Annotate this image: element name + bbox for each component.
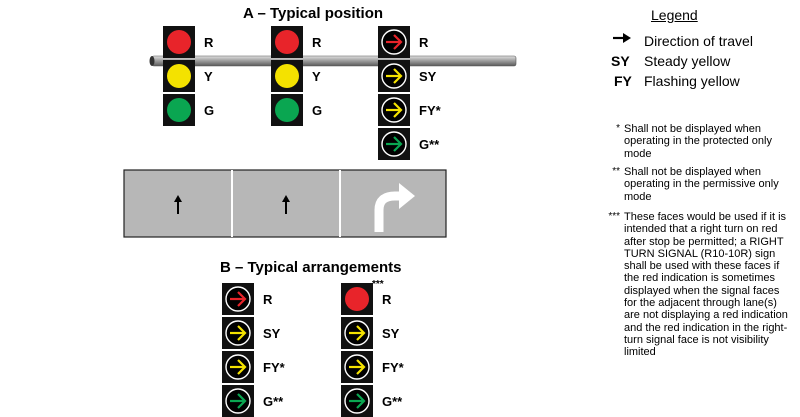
note-1-mark: * <box>616 123 620 134</box>
red-ball-lens <box>345 287 369 311</box>
red-ball-lens <box>275 30 299 54</box>
signal-label: R <box>204 35 214 50</box>
note-3-text: These faces would be used if it is inten… <box>624 211 788 359</box>
yellow-right-arrow-lens <box>225 354 251 380</box>
signal-label: FY* <box>419 103 442 118</box>
signal-label: G <box>204 103 214 118</box>
through-arrow-icon <box>282 195 290 214</box>
red-right-arrow-lens <box>381 29 407 55</box>
note-3-mark: *** <box>608 211 620 222</box>
legend-key-fy: FY <box>614 73 632 89</box>
through-arrow-icon <box>174 195 182 214</box>
note-2-text: Shall not be displayed when operating in… <box>624 166 779 203</box>
signal-label: SY <box>382 326 400 341</box>
signal-label: R <box>263 292 273 307</box>
signal-label: G** <box>419 137 440 152</box>
legend-fy-text: Flashing yellow <box>644 73 740 89</box>
legend-direction-text: Direction of travel <box>644 33 753 49</box>
legend-title: Legend <box>651 7 698 23</box>
signal-label: G** <box>263 394 284 409</box>
note-1-text: Shall not be displayed when operating in… <box>624 123 772 160</box>
signal-label: R <box>419 35 429 50</box>
green-ball-lens <box>167 98 191 122</box>
right-turn-arrow-icon <box>374 183 415 232</box>
yellow-right-arrow-lens <box>344 354 370 380</box>
signal-label: R <box>312 35 322 50</box>
red-ball-lens <box>167 30 191 54</box>
red-right-arrow-lens <box>225 286 251 312</box>
signal-label: FY* <box>382 360 405 375</box>
signal-label: R <box>382 292 392 307</box>
yellow-right-arrow-lens <box>381 97 407 123</box>
signal-label: Y <box>204 69 213 84</box>
yellow-ball-lens <box>167 64 191 88</box>
signal-head-b-1: R SY FY* G** <box>222 283 286 417</box>
legend-arrow-icon <box>613 33 631 43</box>
signal-label: G <box>312 103 322 118</box>
yellow-right-arrow-lens <box>344 320 370 346</box>
green-ball-lens <box>275 98 299 122</box>
legend-key-sy: SY <box>611 53 630 69</box>
signal-head-a-2: R Y G <box>271 26 322 126</box>
green-right-arrow-lens <box>381 131 407 157</box>
legend-sy-text: Steady yellow <box>644 53 731 69</box>
section-a-title: A – Typical position <box>243 5 384 22</box>
signal-head-b-2: R SY FY* G** <box>341 283 405 417</box>
signal-head-a-1: R Y G <box>163 26 214 126</box>
yellow-ball-lens <box>275 64 299 88</box>
section-b-title: B – Typical arrangements <box>220 259 402 276</box>
mast-arm <box>149 55 517 67</box>
signal-label: G** <box>382 394 403 409</box>
signal-label: SY <box>419 69 437 84</box>
signal-label: SY <box>263 326 281 341</box>
note-2-mark: ** <box>612 166 620 177</box>
yellow-right-arrow-lens <box>381 63 407 89</box>
signal-label: Y <box>312 69 321 84</box>
yellow-right-arrow-lens <box>225 320 251 346</box>
signal-head-a-3: R SY FY* G** <box>378 26 442 160</box>
green-right-arrow-lens <box>225 388 251 414</box>
signal-label: FY* <box>263 360 286 375</box>
green-right-arrow-lens <box>344 388 370 414</box>
note-marker: *** <box>372 279 384 290</box>
